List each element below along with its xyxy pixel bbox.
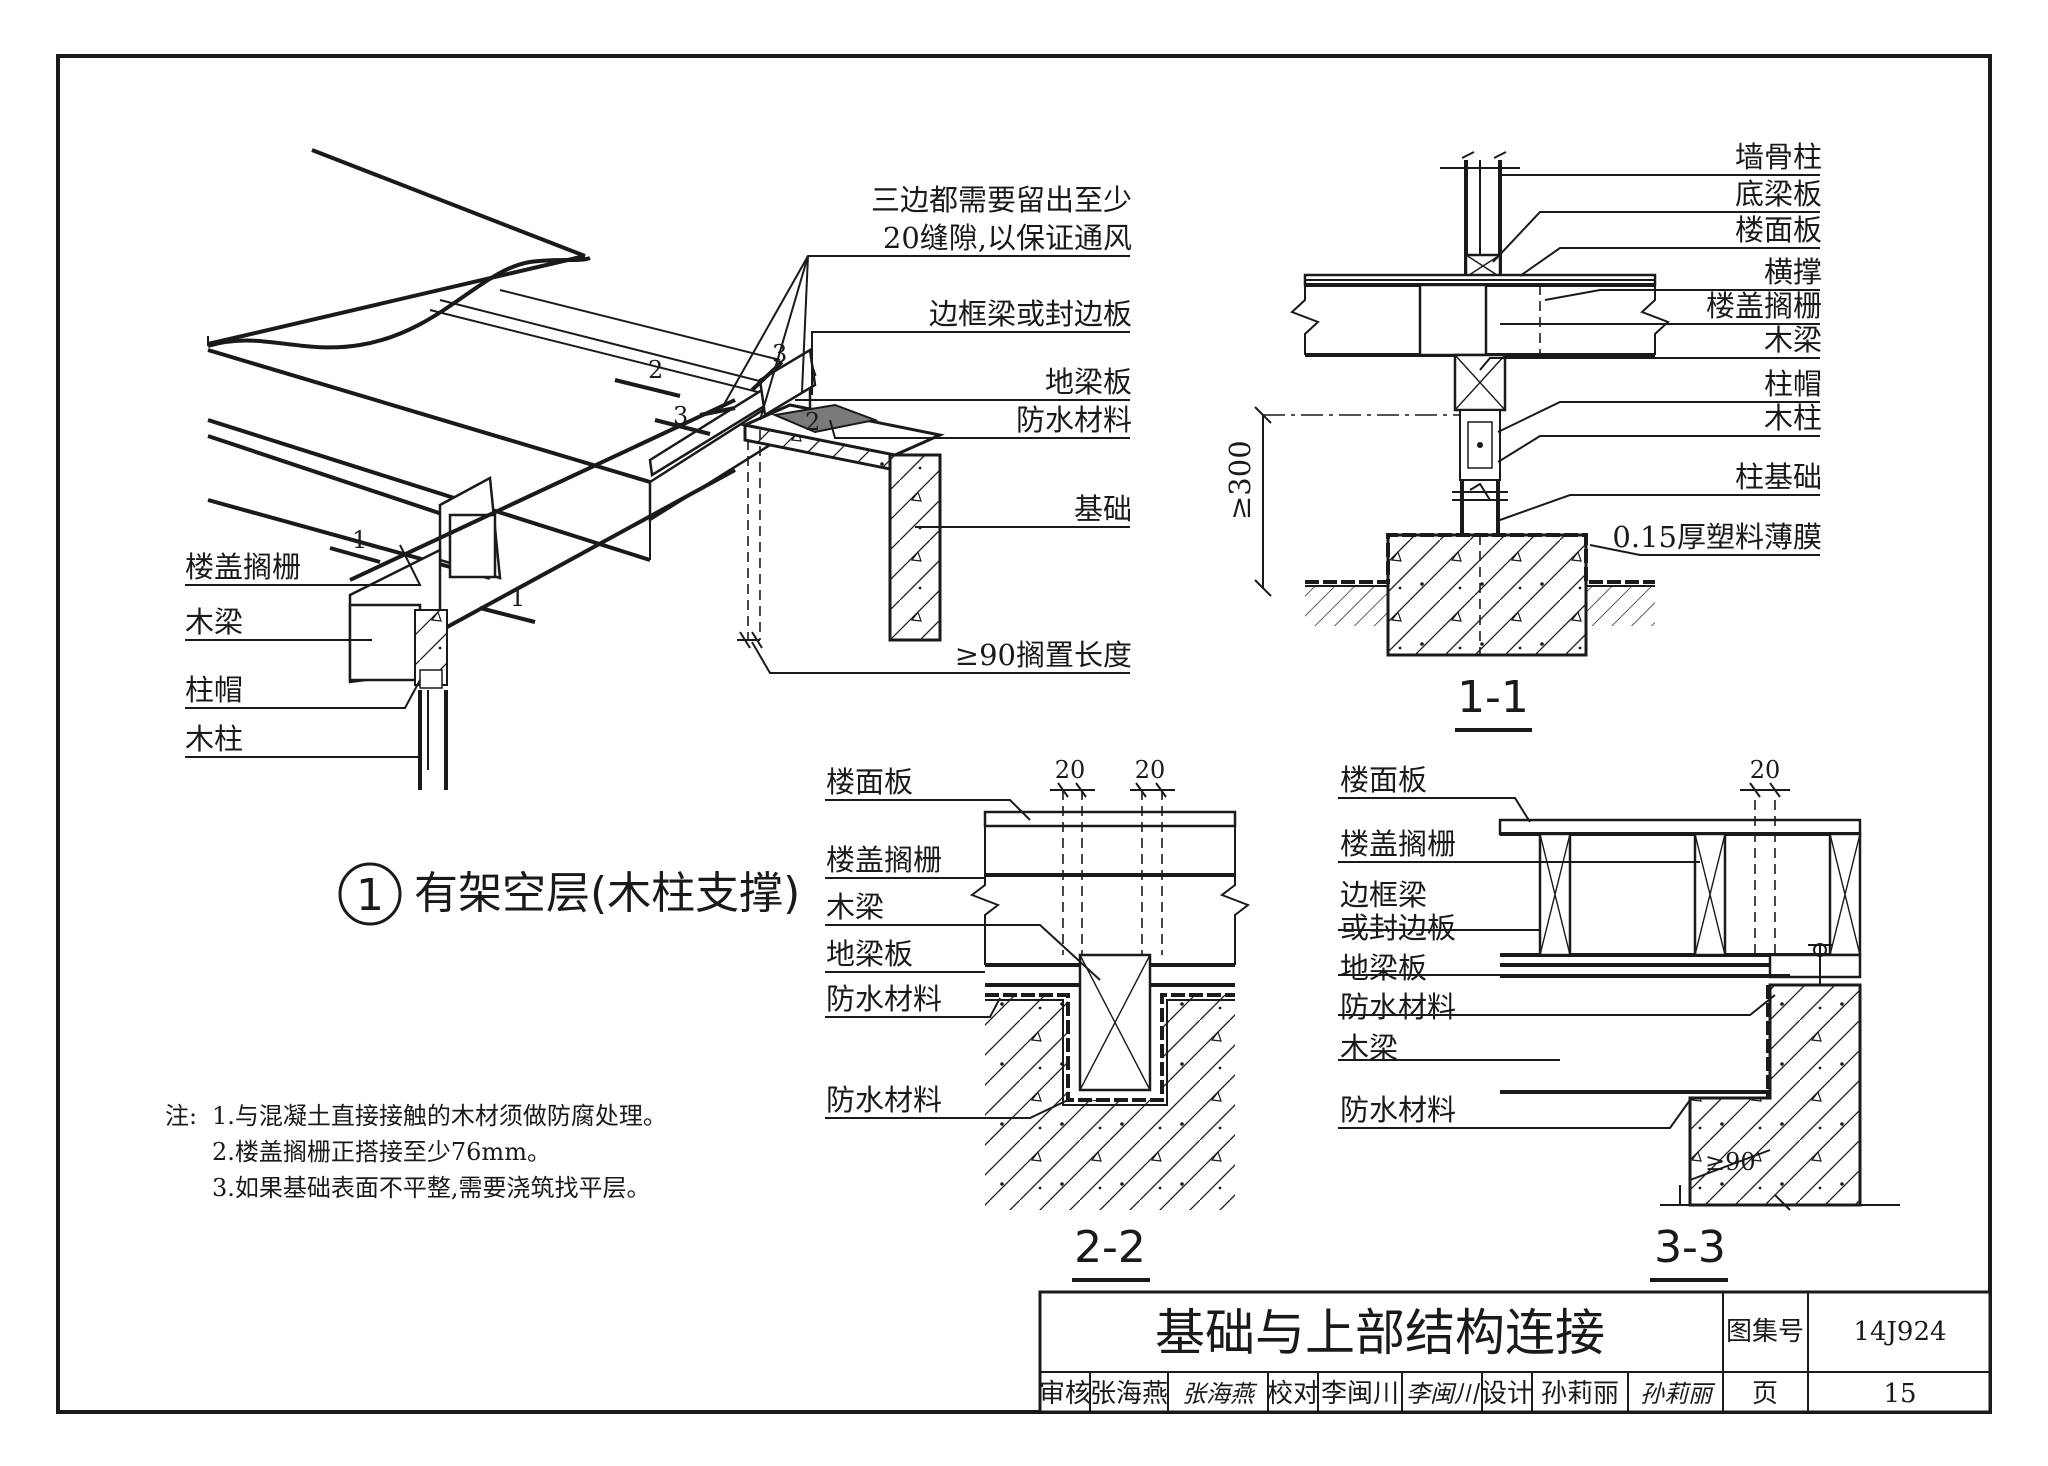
- section-mark-1a: 1: [352, 526, 367, 554]
- atlas-label: 图集号: [1726, 1317, 1804, 1347]
- reviewer-signature: 张海燕: [1182, 1380, 1258, 1408]
- section-mark-2b: 2: [805, 408, 820, 436]
- label-sill-plate: 地梁板: [1045, 365, 1132, 399]
- label-wood-beam: 木梁: [185, 605, 243, 639]
- label-column-cap: 柱帽: [185, 673, 243, 707]
- label-floor-joist: 楼盖搁栅: [185, 550, 301, 584]
- note-3: 3.如果基础表面不平整,需要浇筑找平层。: [212, 1174, 651, 1202]
- check-label: 校对: [1267, 1379, 1319, 1409]
- label-3-3-waterproof-a: 防水材料: [1340, 990, 1456, 1024]
- section-3-3: ≥90 20 楼面板 楼盖搁栅 边框梁 或封边板 地梁板 防水材料 木梁 防水材…: [1338, 756, 1900, 1282]
- label-beam: 木梁: [1764, 323, 1822, 357]
- page-number: 15: [1883, 1379, 1916, 1409]
- checker-signature: 李闽川: [1406, 1380, 1481, 1408]
- label-2-2-sheathing: 楼面板: [826, 765, 913, 799]
- section-marks-iso: 1 1 2 2 3 3: [329, 340, 820, 624]
- label-plastic-membrane: 0.15厚塑料薄膜: [1612, 520, 1822, 554]
- label-wood-column: 木柱: [185, 722, 243, 756]
- label-blocking: 横撑: [1764, 255, 1822, 289]
- title-block: 基础与上部结构连接 图集号 14J924 页 15 审核 张海燕 张海燕 校对 …: [1038, 1290, 1992, 1414]
- footing-1-1: [1386, 533, 1588, 657]
- page-label: 页: [1752, 1379, 1778, 1409]
- label-3-3-sill: 地梁板: [1340, 951, 1427, 985]
- label-3-3-waterproof-b: 防水材料: [1340, 1093, 1456, 1127]
- atlas-number: 14J924: [1853, 1317, 1946, 1347]
- reviewer-name: 张海燕: [1090, 1379, 1168, 1409]
- label-sole-plate: 底梁板: [1735, 177, 1822, 211]
- notes-heading: 注:: [165, 1102, 197, 1130]
- detail-title: 有架空层(木柱支撑): [414, 868, 800, 919]
- designer-signature: 孙莉丽: [1640, 1380, 1716, 1408]
- designer-name: 孙莉丽: [1541, 1379, 1619, 1409]
- label-waterproof: 防水材料: [1016, 403, 1132, 437]
- label-bearing-length: ≥90搁置长度: [955, 638, 1132, 672]
- label-column-footing: 柱基础: [1735, 460, 1822, 494]
- detail-number: 1: [356, 870, 384, 921]
- drawing-title: 基础与上部结构连接: [1155, 1304, 1605, 1362]
- label-2-2-waterproof-a: 防水材料: [826, 982, 942, 1016]
- section-1-1: ≥300 墙骨柱 底梁板 楼面板 横撑 楼盖搁栅 木梁 柱帽 木柱 柱基础 0.…: [1223, 140, 1822, 732]
- label-2-2-joist: 楼盖搁栅: [826, 843, 942, 877]
- section-mark-3a: 3: [673, 402, 688, 430]
- dim-3-3-gap: 20: [1750, 756, 1781, 784]
- dim-3-3-bearing: ≥90: [1705, 1148, 1756, 1176]
- section-mark-2a: 2: [648, 356, 663, 384]
- section-title-1-1: 1-1: [1457, 672, 1529, 723]
- label-2-2-sill: 地梁板: [826, 937, 913, 971]
- label-edge-beam: 边框梁或封边板: [929, 297, 1132, 331]
- detail-number-circle: [338, 862, 402, 926]
- sheet-border: [56, 54, 1992, 1414]
- review-label: 审核: [1039, 1379, 1091, 1409]
- label-foundation: 基础: [1074, 492, 1132, 526]
- section-mark-1b: 1: [510, 584, 525, 612]
- main-isometric-view: 1 1 2 2 3 3 三边都需要留出至少 20缝隙,以保证通风 边框梁或封边板…: [185, 148, 1132, 926]
- label-column: 木柱: [1764, 401, 1822, 435]
- callout-line-2: 20缝隙,以保证通风: [883, 221, 1132, 255]
- label-3-3-sheathing: 楼面板: [1340, 763, 1427, 797]
- label-3-3-rim-board: 或封边板: [1340, 911, 1456, 945]
- dim-2-2-b: 20: [1135, 756, 1166, 784]
- note-2: 2.楼盖搁栅正搭接至少76mm。: [212, 1138, 551, 1166]
- label-floor-sheathing: 楼面板: [1735, 213, 1822, 247]
- callout-line-1: 三边都需要留出至少: [871, 183, 1132, 217]
- section-title-2-2: 2-2: [1074, 1222, 1146, 1273]
- dim-2-2-a: 20: [1055, 756, 1086, 784]
- label-3-3-beam: 木梁: [1340, 1031, 1398, 1065]
- label-3-3-joist: 楼盖搁栅: [1340, 827, 1456, 861]
- label-wall-stud: 墙骨柱: [1735, 140, 1822, 174]
- notes: 注: 1.与混凝土直接接触的木材须做防腐处理。 2.楼盖搁栅正搭接至少76mm。…: [165, 1102, 667, 1202]
- label-3-3-edge-beam: 边框梁: [1340, 878, 1427, 912]
- section-2-2: 20 20 楼面板 楼盖搁栅 木梁 地梁板 防水材料 防水材料 2-2: [825, 756, 1251, 1282]
- note-1: 1.与混凝土直接接触的木材须做防腐处理。: [212, 1102, 667, 1130]
- section-title-3-3: 3-3: [1654, 1222, 1726, 1273]
- label-joist: 楼盖搁栅: [1706, 289, 1822, 323]
- label-cap: 柱帽: [1764, 367, 1822, 401]
- checker-name: 李闽川: [1321, 1379, 1399, 1409]
- label-2-2-waterproof-b: 防水材料: [826, 1083, 942, 1117]
- design-label: 设计: [1481, 1379, 1533, 1409]
- dimension-300: ≥300: [1223, 440, 1257, 520]
- label-2-2-beam: 木梁: [826, 890, 884, 924]
